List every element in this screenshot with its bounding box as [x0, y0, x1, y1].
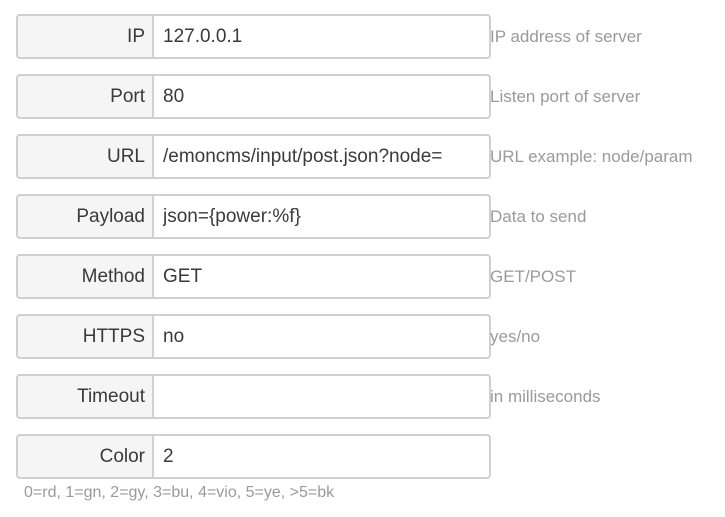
color-label: Color — [16, 434, 153, 479]
url-hint: URL example: node/param — [490, 147, 693, 166]
timeout-label: Timeout — [16, 374, 153, 419]
payload-hint: Data to send — [490, 207, 587, 226]
payload-label: Payload — [16, 194, 153, 239]
port-label: Port — [16, 74, 153, 119]
color-legend: 0=rd, 1=gn, 2=gy, 3=bu, 4=vio, 5=ye, >5=… — [24, 484, 335, 501]
payload-input[interactable] — [152, 194, 491, 239]
ip-input[interactable] — [152, 14, 491, 59]
method-input[interactable] — [152, 254, 491, 299]
color-input[interactable] — [152, 434, 491, 479]
https-label: HTTPS — [16, 314, 153, 359]
https-input[interactable] — [152, 314, 491, 359]
timeout-hint: in milliseconds — [490, 387, 601, 406]
port-input[interactable] — [152, 74, 491, 119]
ip-hint: IP address of server — [490, 27, 642, 46]
method-label: Method — [16, 254, 153, 299]
url-label: URL — [16, 134, 153, 179]
ip-label: IP — [16, 14, 153, 59]
timeout-input[interactable] — [152, 374, 491, 419]
method-hint: GET/POST — [490, 267, 576, 286]
url-input[interactable] — [152, 134, 491, 179]
https-hint: yes/no — [490, 327, 541, 346]
port-hint: Listen port of server — [490, 87, 641, 106]
